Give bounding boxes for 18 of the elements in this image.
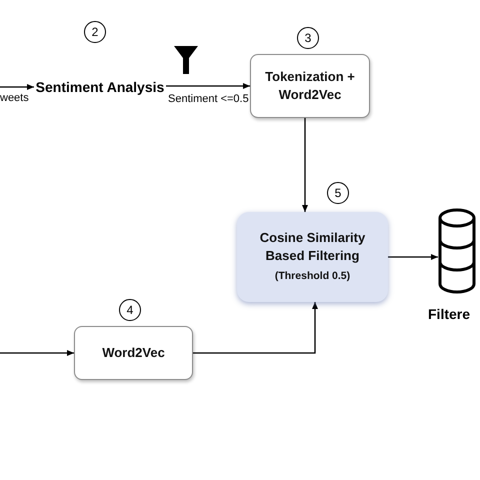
box-title: Word2Vec <box>102 344 165 362</box>
arrow <box>193 302 318 354</box>
box-title: Cosine Similarity Based Filtering <box>258 229 366 266</box>
step-label: Sentiment Analysis <box>34 77 166 97</box>
process-box <box>237 212 388 302</box>
arrow <box>166 83 250 89</box>
caption-text: Filtere <box>428 305 470 324</box>
box-title: Tokenization + Word2Vec <box>264 68 356 104</box>
edge-label: Sentiment <=0.5 <box>168 92 249 107</box>
process-box <box>74 326 193 380</box>
arrow <box>0 84 34 90</box>
arrow <box>302 118 308 212</box>
process-box <box>250 54 370 118</box>
database-cylinder <box>438 208 476 294</box>
edge-label: weets <box>0 91 29 106</box>
arrow <box>388 254 438 260</box>
box-note: (Threshold 0.5) <box>274 269 350 284</box>
arrow <box>0 350 74 356</box>
